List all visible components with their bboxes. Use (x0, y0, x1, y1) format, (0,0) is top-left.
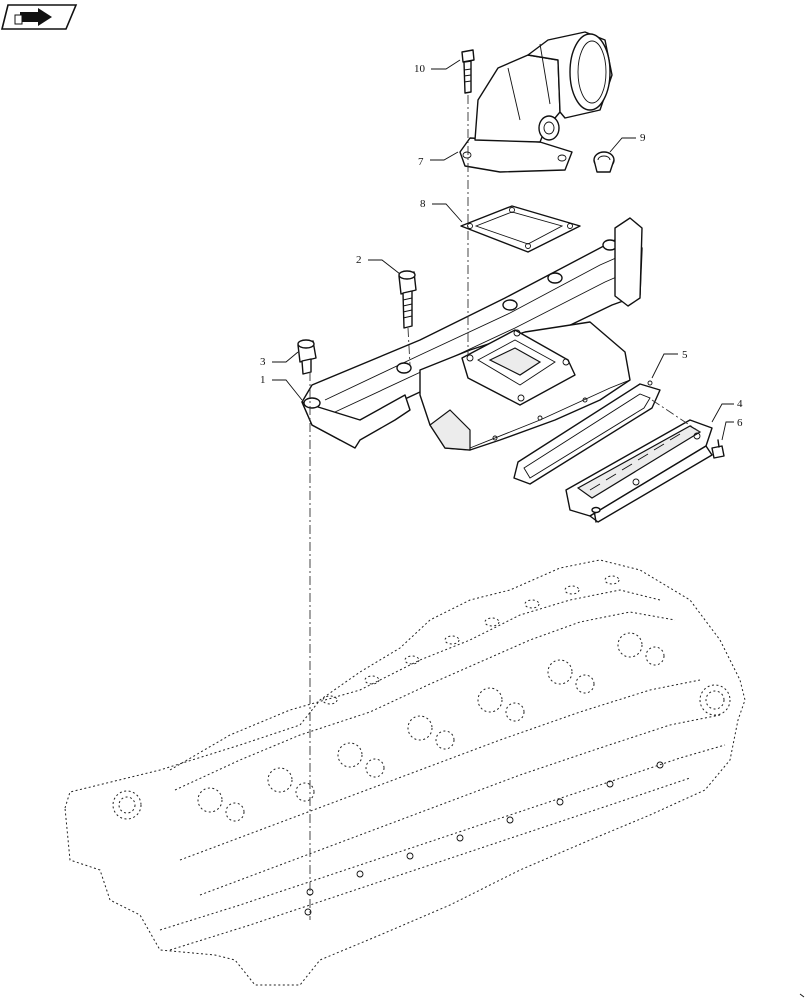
bolt-2 (398, 270, 417, 329)
cylinder-head-phantom (64, 559, 746, 986)
intake-manifold (301, 217, 643, 451)
svg-text:6: 6 (737, 417, 743, 429)
corner-mark (799, 993, 805, 998)
svg-text:2: 2 (356, 254, 362, 266)
callout-5[interactable]: 5 (651, 349, 688, 379)
bolt-3 (297, 339, 317, 375)
screw-6 (711, 439, 725, 459)
svg-text:5: 5 (682, 349, 688, 361)
svg-text:4: 4 (737, 398, 743, 410)
callout-4[interactable]: 4 (711, 398, 743, 423)
nav-arrow-button[interactable] (0, 4, 78, 30)
arrow-icon (14, 8, 52, 26)
svg-text:9: 9 (640, 132, 646, 144)
svg-text:1: 1 (260, 374, 266, 386)
svg-text:3: 3 (260, 356, 266, 368)
callout-8[interactable]: 8 (420, 198, 463, 223)
callout-6[interactable]: 6 (721, 417, 743, 441)
svg-text:10: 10 (414, 63, 426, 75)
callout-2[interactable]: 2 (356, 254, 401, 275)
assembly-centerlines (309, 95, 701, 920)
callout-7[interactable]: 7 (418, 151, 459, 168)
plug-9 (593, 151, 615, 173)
gasket-5 (513, 380, 661, 485)
svg-text:7: 7 (418, 156, 424, 168)
bolt-10 (461, 49, 475, 94)
callout-9[interactable]: 9 (609, 132, 646, 153)
callout-1[interactable]: 1 (260, 374, 303, 401)
gasket-8 (460, 205, 581, 253)
callout-3[interactable]: 3 (260, 351, 299, 368)
svg-text:8: 8 (420, 198, 426, 210)
callout-10[interactable]: 10 (414, 59, 461, 75)
elbow-pipe (459, 31, 613, 173)
